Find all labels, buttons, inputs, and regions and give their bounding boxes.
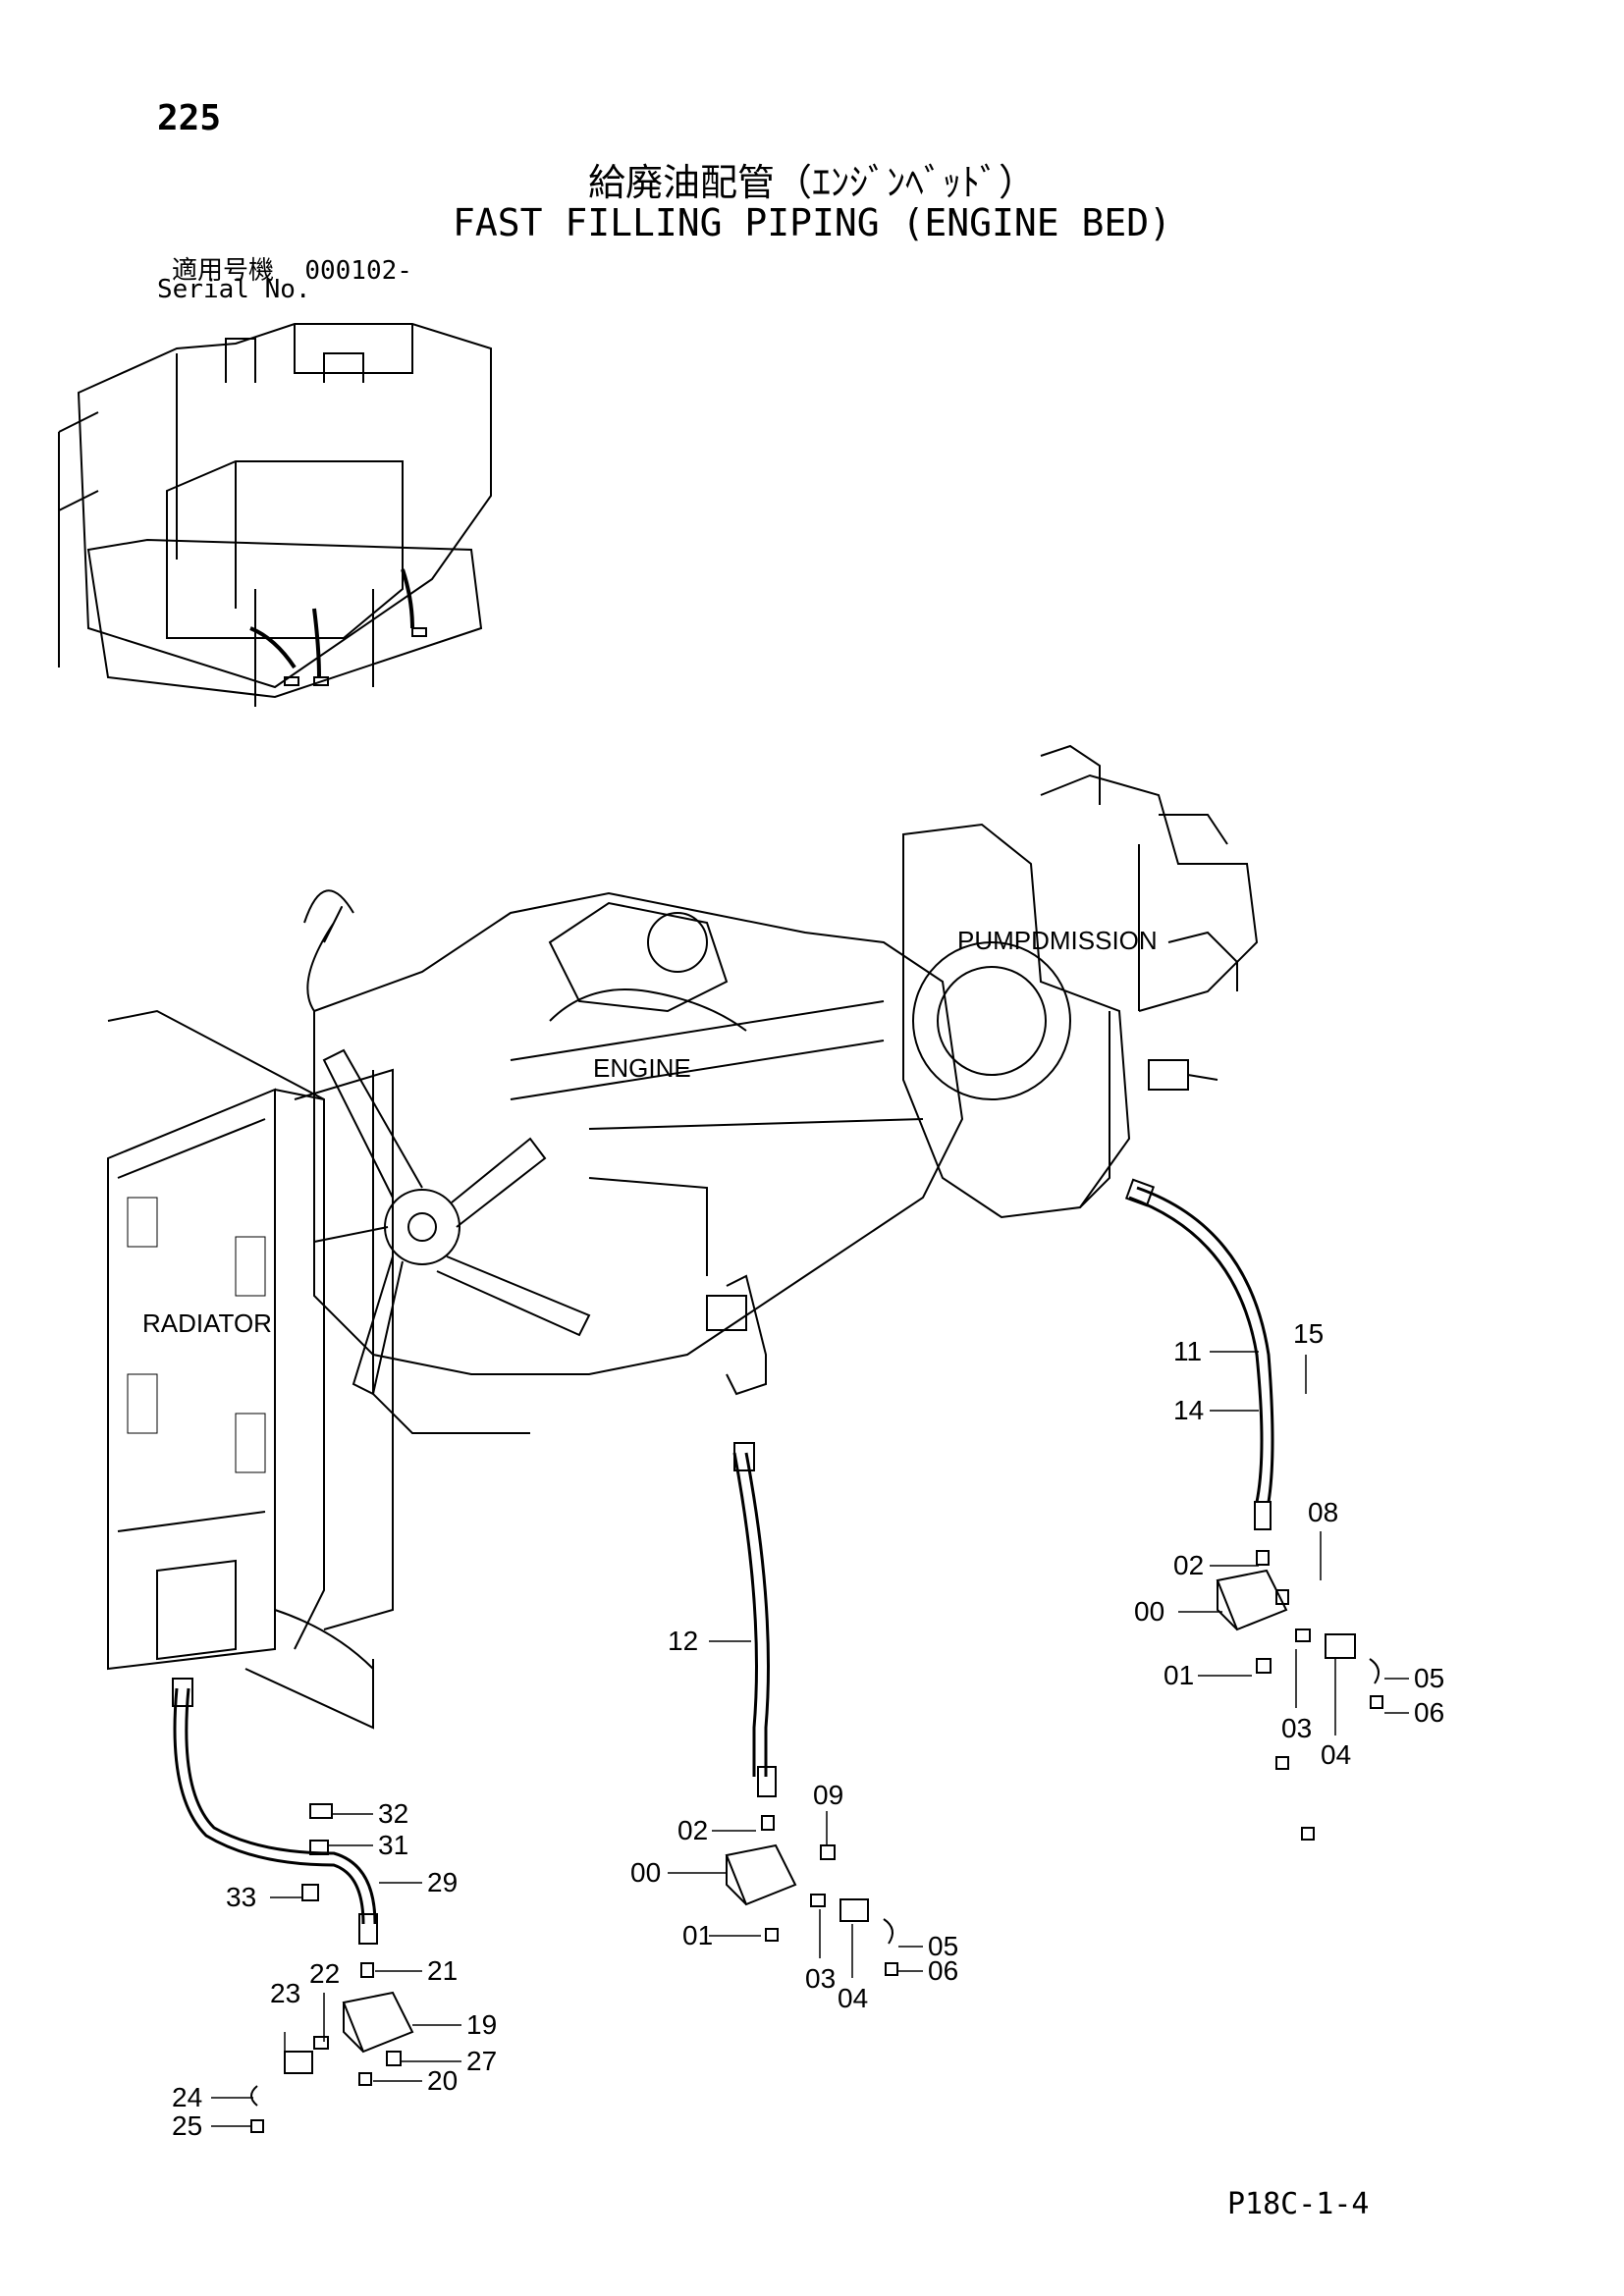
callout-06-middle: 06 bbox=[928, 1955, 958, 1986]
serial-label-jp: 適用号機 bbox=[172, 256, 275, 286]
engine-drawing bbox=[303, 889, 964, 1434]
callout-05-middle: 05 bbox=[928, 1931, 958, 1961]
serial-value: 000102- bbox=[304, 256, 412, 286]
callout-20: 20 bbox=[427, 2065, 458, 2096]
callout-25: 25 bbox=[172, 2110, 202, 2141]
left-hose-assembly bbox=[172, 1678, 414, 2133]
right-hose-assembly bbox=[1124, 1178, 1383, 1841]
callout-24: 24 bbox=[172, 2082, 202, 2112]
callout-31: 31 bbox=[378, 1830, 408, 1860]
radiator-label: RADIATOR bbox=[142, 1308, 272, 1338]
drawing-code: P18C-1-4 bbox=[1227, 2187, 1370, 2221]
callout-21: 21 bbox=[427, 1955, 458, 1986]
leader-lines bbox=[211, 1351, 1409, 2127]
callout-02-middle: 02 bbox=[677, 1815, 708, 1845]
serial-label-japanese: 適用号機 000102- bbox=[172, 250, 412, 287]
callout-03-middle: 03 bbox=[805, 1963, 836, 1994]
callout-04-right: 04 bbox=[1321, 1739, 1351, 1770]
callout-01-middle: 01 bbox=[682, 1920, 713, 1950]
callout-23: 23 bbox=[270, 1978, 300, 2008]
callout-02-right: 02 bbox=[1173, 1550, 1204, 1580]
callout-22: 22 bbox=[309, 1958, 340, 1989]
pump-transmission-drawing bbox=[902, 744, 1259, 1219]
overview-thumbnail bbox=[58, 323, 492, 707]
callout-06-right: 06 bbox=[1414, 1697, 1444, 1728]
radiator-drawing bbox=[107, 1009, 394, 1730]
callout-27: 27 bbox=[466, 2046, 497, 2076]
callout-14: 14 bbox=[1173, 1395, 1204, 1425]
callout-03-right: 03 bbox=[1281, 1713, 1312, 1743]
callout-33: 33 bbox=[226, 1882, 256, 1912]
title-japanese: 給廃油配管（ｴﾝｼﾞﾝﾍﾞｯﾄﾞ） bbox=[587, 161, 1036, 204]
callout-11: 11 bbox=[1173, 1336, 1202, 1366]
callout-08-right: 08 bbox=[1308, 1497, 1338, 1527]
callout-12: 12 bbox=[668, 1626, 698, 1656]
callout-32: 32 bbox=[378, 1798, 408, 1829]
callout-00-right: 00 bbox=[1134, 1596, 1164, 1627]
engine-label: ENGINE bbox=[593, 1053, 691, 1083]
title-english: FAST FILLING PIPING (ENGINE BED) bbox=[452, 201, 1172, 244]
pump-transmission-label: PUMPDMISSION bbox=[957, 926, 1158, 955]
callout-05-right: 05 bbox=[1414, 1663, 1444, 1693]
callout-09: 09 bbox=[813, 1780, 843, 1810]
callout-04-middle: 04 bbox=[838, 1983, 868, 2013]
callout-19: 19 bbox=[466, 2009, 497, 2040]
middle-hose-assembly bbox=[725, 1442, 898, 1976]
page-number: 225 bbox=[157, 98, 222, 138]
callout-01-right: 01 bbox=[1164, 1660, 1194, 1690]
callout-29: 29 bbox=[427, 1867, 458, 1897]
serial-label-english: Serial No. bbox=[157, 275, 311, 304]
callout-00-middle: 00 bbox=[630, 1857, 661, 1888]
callout-15: 15 bbox=[1293, 1318, 1324, 1349]
